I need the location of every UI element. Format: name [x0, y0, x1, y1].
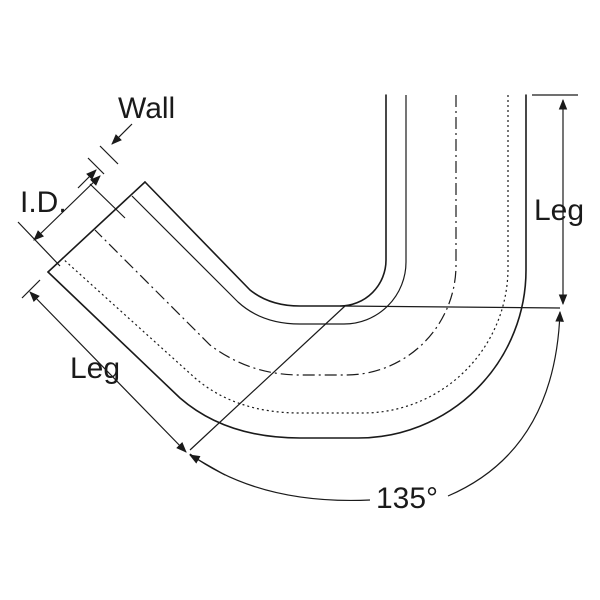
wall-arrow-lower — [77, 169, 97, 189]
pipe-inner-wall — [131, 95, 407, 325]
angle-label: 135° — [376, 482, 438, 515]
leg-left-extension — [21, 279, 41, 299]
pipe-outer-outline — [47, 94, 527, 439]
leg-right-label: Leg — [534, 194, 584, 227]
pipe-outer-wall-dotted — [61, 95, 509, 414]
id-label: I.D. — [20, 186, 67, 219]
wall-extension-1 — [87, 157, 105, 175]
wall-arrow-upper — [111, 123, 133, 145]
id-dimension-line — [33, 175, 101, 241]
wall-label: Wall — [118, 92, 175, 125]
id-extension — [17, 221, 61, 267]
tangent-line-horizontal — [339, 305, 561, 309]
tangent-line-diagonal — [189, 305, 346, 451]
pipe-inner-outline — [144, 94, 387, 307]
angle-arc-right — [447, 310, 564, 497]
angle-arc-left — [189, 453, 371, 502]
pipe-centerline — [94, 95, 457, 376]
angle-arrow-left — [189, 454, 226, 476]
wall-extension-2 — [99, 145, 119, 165]
leg-left-label: Leg — [70, 352, 120, 385]
leg-left-dimension-line — [29, 291, 187, 453]
id-extension-2 — [89, 183, 126, 219]
